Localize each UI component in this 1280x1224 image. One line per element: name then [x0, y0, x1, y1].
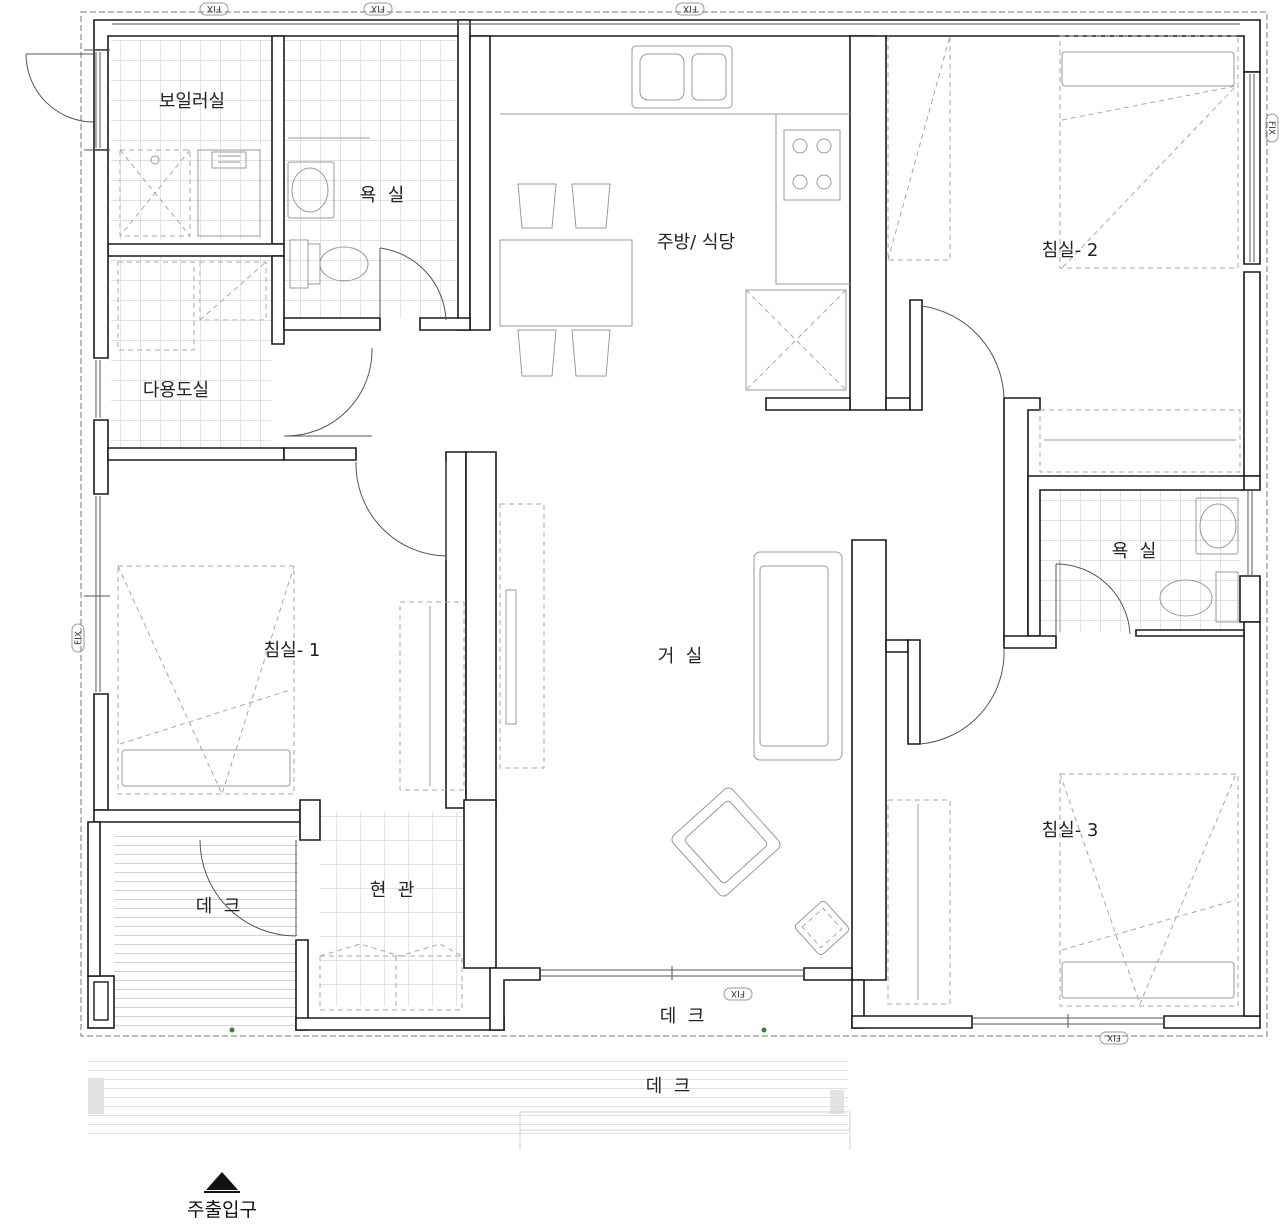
armchair	[671, 787, 781, 897]
bed-1	[117, 565, 295, 795]
tv-console	[499, 503, 545, 769]
deck-step-right	[830, 1090, 844, 1114]
main-entrance-marker: 주출입구	[187, 1172, 257, 1221]
wardrobe-2	[1039, 409, 1241, 473]
refrigerator	[745, 289, 847, 391]
fix-tag-top-1: FIX	[207, 3, 221, 13]
room-labels: 보일러실 욕 실 주방/ 식당 침실- 2 다용도실 욕 실 침실- 1 거 실…	[143, 91, 1156, 1097]
toilet-bowl-right	[1159, 579, 1213, 617]
deck-stair	[519, 1111, 851, 1150]
room-label-deck-outer: 데 크	[646, 1076, 691, 1097]
washbasin-right	[1195, 497, 1239, 555]
bed-3	[1059, 773, 1239, 1007]
tv	[505, 589, 517, 725]
boiler-room-floor	[111, 40, 271, 240]
washbasin-upper	[287, 161, 335, 219]
deck-left-planks	[114, 828, 298, 1026]
dining-table	[499, 239, 633, 327]
wardrobe-3	[887, 799, 951, 1005]
chair-1	[517, 183, 557, 229]
fix-tags: FIX FIX FIX FIX FIX FIX FIX	[71, 2, 1279, 1045]
water-heater	[197, 149, 261, 237]
room-label-entrance: 현 관	[370, 880, 415, 901]
utility-room-floor	[111, 256, 271, 448]
deck-step-left	[88, 1078, 104, 1114]
fix-tag-left: FIX	[74, 631, 84, 645]
dryer	[199, 261, 267, 321]
fix-tag-bottom-right: FIX	[1107, 1032, 1121, 1042]
shoe-cabinet	[319, 955, 463, 1011]
toilet-tank-upper	[289, 239, 309, 289]
room-label-bedroom2: 침실- 2	[1042, 240, 1099, 261]
chair-3	[517, 329, 557, 377]
toilet-tank-right	[1215, 571, 1239, 623]
wardrobe-1	[399, 601, 465, 791]
walls	[87, 19, 1261, 1031]
room-label-bath-upper: 욕 실	[360, 185, 405, 206]
room-label-deck-left: 데 크	[196, 896, 241, 917]
fix-tag-bottom-mid: FIX	[731, 988, 745, 998]
room-label-living: 거 실	[658, 646, 703, 667]
chair-4	[571, 329, 611, 377]
boiler-unit	[119, 149, 191, 237]
room-label-kitchen: 주방/ 식당	[657, 232, 735, 253]
room-label-boiler: 보일러실	[159, 91, 225, 112]
room-label-bedroom1: 침실- 1	[264, 640, 321, 661]
room-label-deck-bottom: 데 크	[660, 1006, 705, 1027]
fixtures	[117, 35, 1241, 1011]
room-label-utility: 다용도실	[143, 380, 209, 401]
room-label-bath-right: 욕 실	[1112, 541, 1157, 562]
gas-stove	[783, 129, 841, 201]
side-table	[794, 900, 850, 956]
doors	[25, 53, 1131, 1033]
sofa	[753, 551, 843, 761]
fix-tag-right: FIX	[1266, 121, 1276, 135]
bed-2	[1059, 35, 1239, 269]
kitchen-sink	[631, 45, 733, 109]
windows	[84, 23, 1255, 1028]
fix-tag-top-2: FIX	[371, 3, 385, 13]
triangle-up-icon	[206, 1172, 238, 1190]
bath-upper-floor	[285, 40, 457, 318]
room-label-bedroom3: 침실- 3	[1042, 820, 1099, 841]
washer	[117, 261, 195, 351]
deck-outer-planks	[88, 1058, 848, 1142]
site-boundary	[80, 11, 1268, 1037]
entrance-floor	[320, 812, 463, 1006]
chair-2	[571, 183, 611, 229]
fix-tag-top-3: FIX	[683, 3, 697, 13]
main-entrance-label: 주출입구	[187, 1199, 257, 1221]
